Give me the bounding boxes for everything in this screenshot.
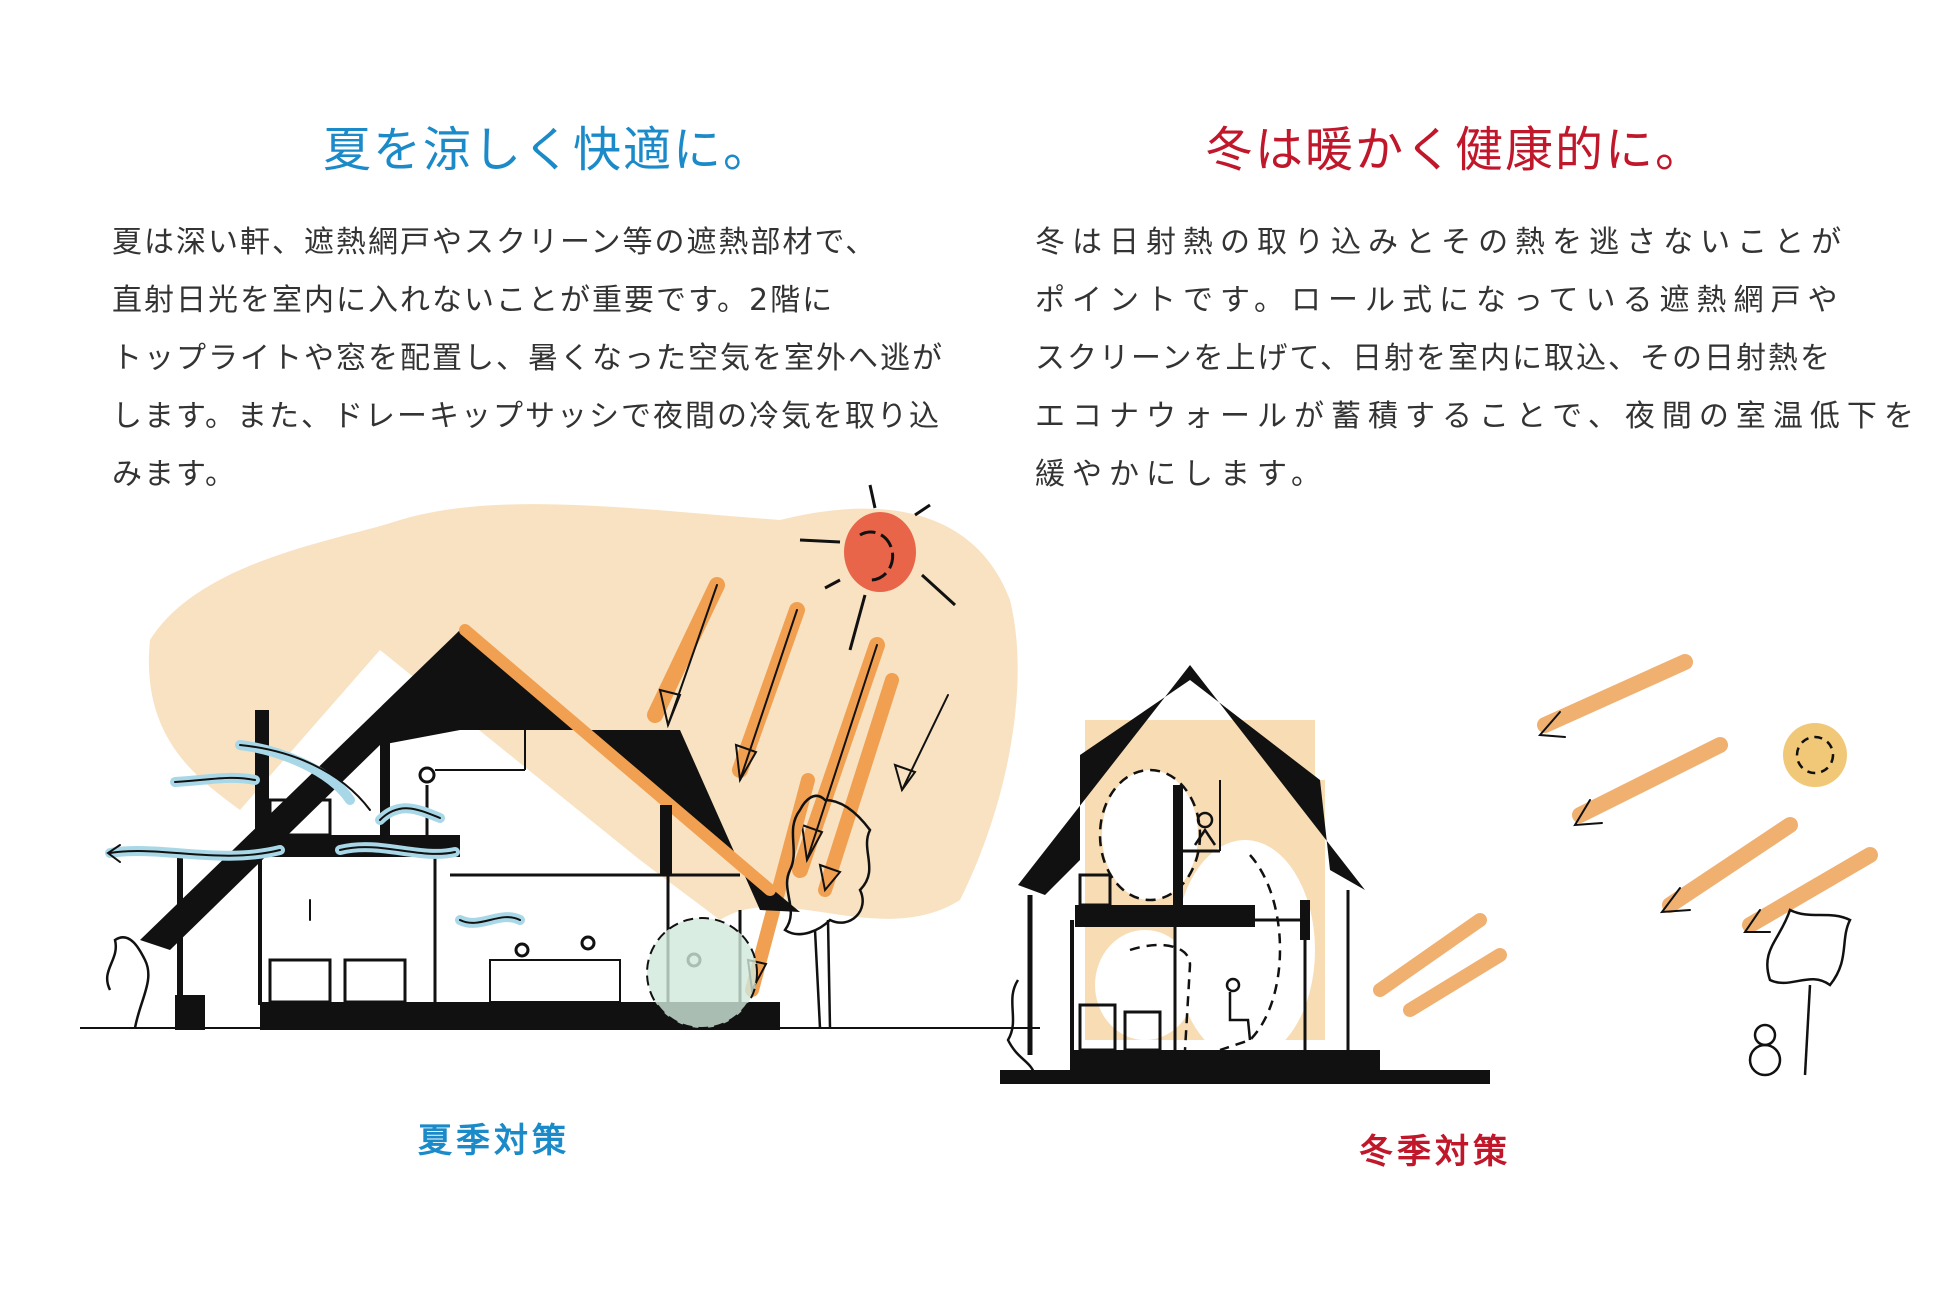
summer-description-line: トップライトや窓を配置し、暑くなった空気を室外へ逃が (112, 341, 944, 376)
winter-description-line: スクリーンを上げて、日射を室内に取込、その日射熱を (1035, 341, 1832, 376)
snowman-icon (1748, 1023, 1782, 1077)
summer-caption: 夏季対策 (418, 1121, 570, 1161)
winter-description-line: 緩やかにします。 (1035, 457, 1328, 492)
summer-description-line: 直射日光を室内に入れないことが重要です。2階に (112, 283, 835, 318)
tree-icon (1006, 908, 1852, 1076)
winter-description-line: エコナウォールが蓄積することで、夜間の室温低下を (1035, 399, 1921, 434)
winter-caption: 冬季対策 (1359, 1132, 1511, 1172)
winter-house-illustration (990, 620, 1890, 1100)
summer-headline: 夏を涼しく快適に。 (323, 122, 774, 178)
person-icon (1193, 811, 1252, 1041)
summer-description-line: します。また、ドレーキップサッシで夜間の冷気を取り込 (112, 399, 941, 434)
summer-section: 夏を涼しく快適に。 夏は深い軒、遮熱網戸やスクリーン等の遮熱部材で、 直射日光を… (80, 122, 1040, 1161)
summer-description-line: みます。 (112, 457, 237, 492)
sunlight-arrow-icon (647, 577, 949, 997)
warm-air-circulation-icon (1098, 768, 1282, 1052)
sunlight-arrow-icon (1373, 654, 1878, 1017)
winter-headline: 冬は暖かく健康的に。 (1205, 122, 1706, 178)
tree-shade (647, 918, 757, 1028)
house-section (1000, 665, 1490, 1084)
tree-icon (105, 794, 872, 1029)
winter-section: 冬は暖かく健康的に。 冬は日射熱の取り込みとその熱を逃さないことが ポイントです… (975, 0, 1950, 1301)
winter-description-line: ポイントです。ロール式になっている遮熱網戸や (1035, 283, 1845, 318)
summer-description: 夏は深い軒、遮熱網戸やスクリーン等の遮熱部材で、 直射日光を室内に入れないことが… (112, 214, 952, 504)
winter-sun-icon (1783, 723, 1847, 787)
summer-description-line: 夏は深い軒、遮熱網戸やスクリーン等の遮熱部材で、 (112, 225, 878, 260)
airflow-arrow-icon (105, 740, 525, 928)
sun-icon (799, 484, 957, 651)
winter-description-line: 冬は日射熱の取り込みとその熱を逃さないことが (1035, 225, 1849, 260)
summer-house-illustration (80, 480, 1040, 1100)
winter-description: 冬は日射熱の取り込みとその熱を逃さないことが ポイントです。ロール式になっている… (1035, 214, 1921, 504)
